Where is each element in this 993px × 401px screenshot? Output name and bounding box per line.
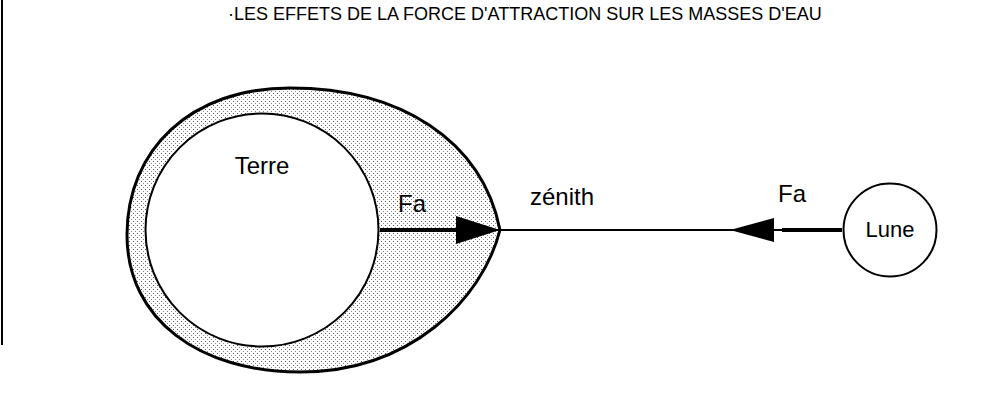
force-label: Fa	[398, 190, 426, 218]
earth-circle: Terre	[144, 112, 380, 348]
force-label: Fa	[778, 180, 806, 208]
moon-circle: Lune	[842, 182, 938, 278]
node-label: Lune	[866, 217, 915, 243]
circle-shape	[146, 114, 379, 347]
attraction-connector	[380, 218, 842, 242]
force-label: zénith	[530, 183, 594, 211]
frame-line	[1, 0, 3, 345]
connector-line	[782, 228, 842, 232]
circle-outline	[144, 112, 380, 348]
node-label: Terre	[235, 152, 290, 180]
circle-shape	[844, 184, 937, 277]
diagram-title: ·LES EFFETS DE LA FORCE D'ATTRACTION SUR…	[228, 4, 822, 25]
arrowhead	[730, 218, 774, 242]
